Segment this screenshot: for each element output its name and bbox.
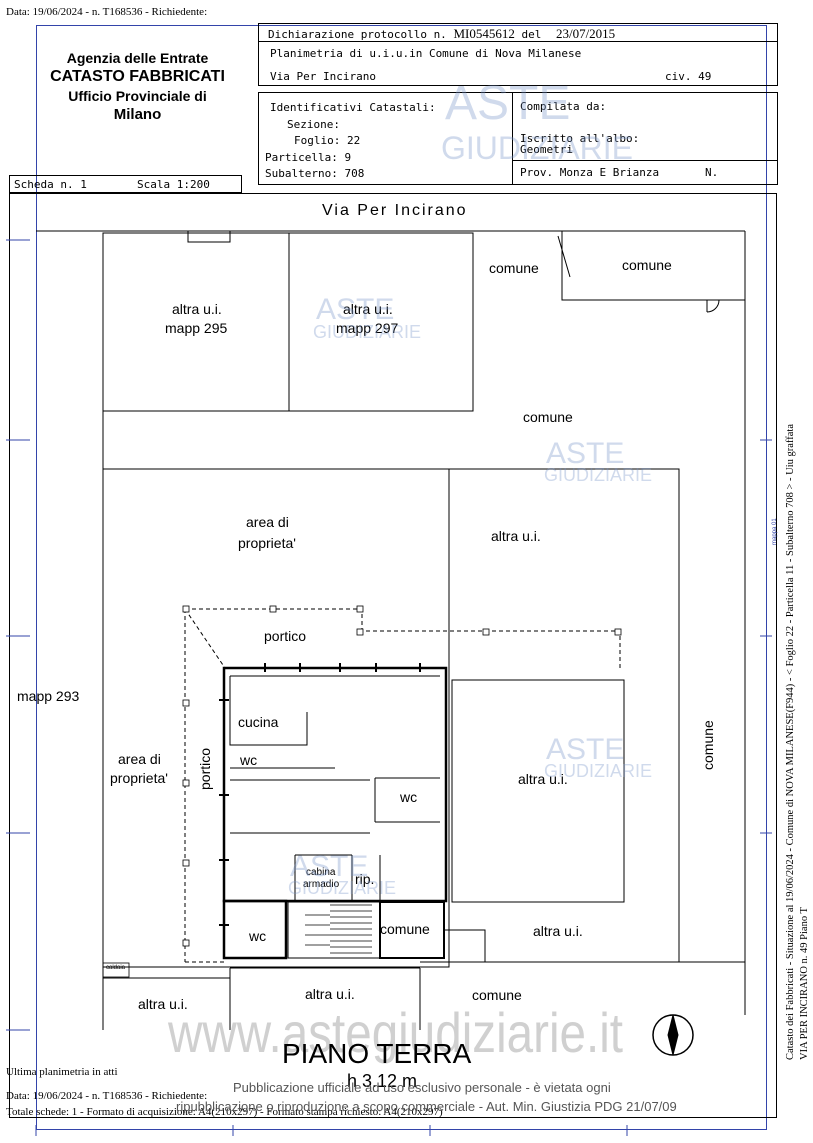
scala-label: Scala 1:200 bbox=[137, 178, 210, 191]
prov-label: Prov. Monza E Brianza bbox=[520, 166, 660, 179]
comune-label-3: comune bbox=[523, 409, 573, 425]
catasto-title: CATASTO FABBRICATI bbox=[50, 68, 225, 85]
comune-label-1: comune bbox=[489, 260, 539, 276]
area-proprieta-1-a: area di bbox=[246, 514, 289, 530]
footer-totale-schede: Totale schede: 1 - Formato di acquisizio… bbox=[6, 1106, 443, 1118]
outer-frame bbox=[36, 25, 767, 1130]
area-proprieta-1-b: proprieta' bbox=[238, 535, 296, 551]
altra-ui-right-label: altra u.i. bbox=[491, 528, 541, 544]
watermark-aste-2: ASTE bbox=[316, 293, 395, 326]
pubblicazione-line-2: ripubblicazione o riproduzione a scopo c… bbox=[176, 1099, 677, 1114]
altra-ui-297-label: altra u.i. bbox=[343, 301, 393, 317]
foglio-label: Foglio: 22 bbox=[294, 134, 361, 147]
side-small-label: mappa 01 bbox=[772, 518, 778, 545]
area-proprieta-2-b: proprieta' bbox=[110, 770, 168, 786]
plan-height: h 3.12 m bbox=[347, 1071, 418, 1091]
cucina-label: cucina bbox=[238, 714, 279, 730]
scheda-box bbox=[9, 175, 242, 193]
planimetria-text: Planimetria di u.i.u.in Comune di Nova M… bbox=[270, 47, 582, 60]
watermark-aste-5: ASTE bbox=[290, 850, 369, 883]
subalterno-label: Subalterno: 708 bbox=[265, 167, 365, 180]
comune-label-2: comune bbox=[622, 257, 672, 273]
watermark-giudiziarie-4: GIUDIZIARIE bbox=[544, 761, 653, 781]
side-info-line-1: Catasto dei Fabbricati - Situazione al 1… bbox=[785, 423, 796, 1060]
civ-text: civ. 49 bbox=[665, 70, 712, 83]
cabina-label: cabina bbox=[306, 867, 336, 878]
particella-label: Particella: 9 bbox=[265, 151, 352, 164]
drawing-frame bbox=[9, 193, 777, 1118]
altra-ui-295-label: altra u.i. bbox=[172, 301, 222, 317]
watermark-giudiziarie-2: GIUDIZIARIE bbox=[313, 322, 422, 342]
plan-title: PIANO TERRA bbox=[282, 1038, 472, 1069]
protocollo-date: 23/07/2015 bbox=[555, 26, 616, 41]
del-label: del bbox=[521, 28, 542, 41]
pubblicazione-line-1: Pubblicazione ufficiale ad uso esclusivo… bbox=[233, 1080, 611, 1095]
side-info-line-2: VIA PER INCIRANO n. 49 Piano T bbox=[799, 907, 810, 1060]
dichiarazione-label: Dichiarazione protocollo n. bbox=[268, 28, 447, 41]
watermark-giudiziarie-3: GIUDIZIARIE bbox=[544, 465, 653, 485]
wc-label-2: wc bbox=[400, 789, 418, 805]
footer-data-line: Data: 19/06/2024 - n. T168536 - Richiede… bbox=[6, 1090, 208, 1102]
ripostiglio-label: rip. bbox=[355, 871, 375, 887]
agency-block: Agenzia delle Entrate CATASTO FABBRICATI… bbox=[30, 50, 245, 123]
comune-stairs-label: comune bbox=[380, 921, 430, 937]
armadio-label: armadio bbox=[303, 879, 340, 890]
compilata-divider bbox=[512, 160, 778, 161]
watermark-aste-3: ASTE bbox=[546, 437, 625, 470]
caldaia-label: caldaia bbox=[106, 965, 126, 971]
n-label: N. bbox=[705, 166, 719, 179]
watermark-giudiziarie-5: GIUDIZIARIE bbox=[288, 878, 397, 898]
portico-side-label: portico bbox=[197, 747, 213, 790]
mapp-297-label: mapp 297 bbox=[336, 320, 399, 336]
ultima-planimetria: Ultima planimetria in atti bbox=[6, 1066, 118, 1078]
compilata-title: Compilata da: bbox=[520, 100, 607, 113]
iscritto-label: Iscritto all'albo: bbox=[520, 132, 640, 145]
street-name: Via Per Incirano bbox=[322, 202, 468, 219]
scheda-label: Scheda n. 1 bbox=[14, 178, 87, 191]
geometri-label: Geometri bbox=[520, 143, 573, 156]
header-divider bbox=[258, 41, 778, 42]
header-box bbox=[258, 23, 778, 86]
comune-vertical-label: comune bbox=[700, 720, 716, 770]
identificativi-divider bbox=[512, 92, 513, 185]
altra-ui-bottom-left-label: altra u.i. bbox=[138, 996, 188, 1012]
top-info-line: Data: 19/06/2024 - n. T168536 - Richiede… bbox=[6, 6, 208, 18]
portico-top-label: portico bbox=[264, 628, 307, 644]
ufficio-label: Ufficio Provinciale di bbox=[68, 88, 207, 104]
watermark-aste-4: ASTE bbox=[546, 733, 625, 766]
sezione-label: Sezione: bbox=[287, 118, 340, 131]
via-text: Via Per Incirano bbox=[270, 70, 376, 83]
ufficio-city: Milano bbox=[113, 106, 162, 123]
watermark-giudiziarie-1: GIUDIZIARIE bbox=[441, 130, 634, 166]
protocollo-number: MI0545612 bbox=[453, 26, 515, 41]
area-proprieta-2-a: area di bbox=[118, 751, 161, 767]
mapp-295-label: mapp 295 bbox=[165, 320, 228, 336]
watermark-aste-1: ASTE bbox=[445, 77, 571, 130]
altra-ui-mid-label: altra u.i. bbox=[518, 771, 568, 787]
identificativi-title: Identificativi Catastali: bbox=[270, 101, 436, 114]
wc-label-3: wc bbox=[249, 928, 267, 944]
agency-name: Agenzia delle Entrate bbox=[66, 50, 209, 66]
identificativi-box bbox=[258, 92, 778, 185]
altra-ui-lower-right-label: altra u.i. bbox=[533, 923, 583, 939]
wc-label-1: wc bbox=[240, 752, 258, 768]
watermark-url: www.astegiudiziarie.it bbox=[168, 1001, 624, 1064]
dichiarazione-row: Dichiarazione protocollo n. MI0545612 de… bbox=[268, 26, 615, 42]
comune-bottom-label: comune bbox=[472, 987, 522, 1003]
altra-ui-bottom-mid-label: altra u.i. bbox=[305, 986, 355, 1002]
mapp-293-label: mapp 293 bbox=[17, 688, 80, 704]
